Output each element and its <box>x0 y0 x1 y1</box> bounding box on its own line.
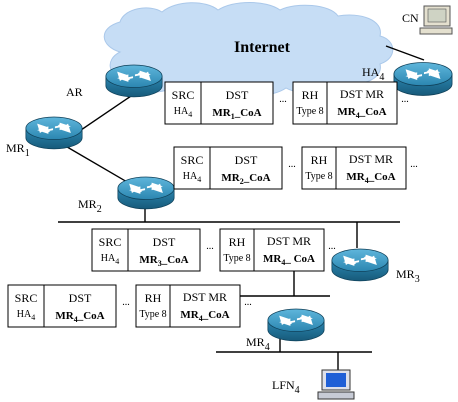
packet-header-row: SRC HA4 DST MR3_CoA... RH Type 8 DST MR MR4_ Co… <box>91 228 336 272</box>
dst-label: DST <box>69 291 92 305</box>
src-field <box>7 284 45 328</box>
dst-label: DST <box>235 153 258 167</box>
cn-label: CN <box>402 11 419 25</box>
dst-field <box>43 284 117 328</box>
internet-label: Internet <box>234 39 291 56</box>
mr2-label: MR2 <box>78 197 102 215</box>
dst2-label: DST MR <box>267 234 311 248</box>
dst-mr-field <box>253 228 325 272</box>
src-label: SRC <box>172 88 195 102</box>
dst-field <box>200 81 274 125</box>
src-ha-label: HA4 <box>183 171 201 184</box>
tail-ellipsis-label: ... <box>401 94 409 105</box>
dst-coa-label: MR4_CoA <box>55 310 104 324</box>
dst-mr-field <box>169 284 241 328</box>
rh-field <box>292 81 328 125</box>
router-mr1-icon <box>25 116 83 150</box>
rh-label: RH <box>311 153 328 167</box>
rh-type-label: Type 8 <box>223 253 250 264</box>
tail-ellipsis-label: ... <box>328 241 336 252</box>
src-label: SRC <box>181 153 204 167</box>
dst-field <box>209 146 283 190</box>
links <box>58 45 425 374</box>
rh-field <box>301 146 337 190</box>
router-mr2-icon <box>117 176 175 210</box>
router-mr4-icon <box>267 308 325 342</box>
cn-computer-icon <box>419 5 453 35</box>
dst2-coa-label: MR4_CoA <box>337 106 386 120</box>
rh-type-label: Type 8 <box>139 309 166 320</box>
ar-label: AR <box>66 85 83 99</box>
packet-header-row: SRC HA4 DST MR2_CoA... RH Type 8 DST MR MR4_CoA… <box>173 146 418 190</box>
src-label: SRC <box>99 235 122 249</box>
mr3-label: MR3 <box>396 267 420 285</box>
router-mr3-icon <box>331 248 389 282</box>
rh-type-label: Type 8 <box>296 106 323 117</box>
dst-mr-field <box>326 81 398 125</box>
src-label: SRC <box>15 291 38 305</box>
ellipsis-label: ... <box>122 297 130 308</box>
lfn-label: LFN4 <box>272 378 300 396</box>
dst-label: DST <box>226 88 249 102</box>
dst-coa-label: MR3_CoA <box>139 254 188 268</box>
src-ha-label: HA4 <box>174 106 192 119</box>
ha-label: HA4 <box>362 65 384 83</box>
internet-cloud: Internet <box>103 2 394 96</box>
dst2-coa-label: MR4_ CoA <box>263 253 315 267</box>
dst2-label: DST MR <box>340 87 384 101</box>
dst2-label: DST MR <box>183 290 227 304</box>
mr4-label: MR4 <box>246 335 270 353</box>
src-ha-label: HA4 <box>17 309 35 322</box>
dst-label: DST <box>153 235 176 249</box>
rh-type-label: Type 8 <box>305 171 332 182</box>
router-ar-icon <box>105 64 163 98</box>
packet-header-row: SRC HA4 DST MR4_CoA... RH Type 8 DST MR MR4_CoA… <box>7 284 252 328</box>
dst2-coa-label: MR4_CoA <box>180 309 229 323</box>
router-ha-icon <box>393 62 453 96</box>
dst-mr-field <box>335 146 407 190</box>
rh-label: RH <box>145 291 162 305</box>
src-field <box>91 228 129 272</box>
rh-label: RH <box>229 235 246 249</box>
ellipsis-label: ... <box>279 94 287 105</box>
rh-label: RH <box>302 88 319 102</box>
src-field <box>173 146 211 190</box>
dst-coa-label: MR2_CoA <box>221 172 270 186</box>
dst2-label: DST MR <box>349 152 393 166</box>
dst2-coa-label: MR4_CoA <box>346 171 395 185</box>
dst-field <box>127 228 201 272</box>
ellipsis-label: ... <box>288 159 296 170</box>
ellipsis-label: ... <box>206 241 214 252</box>
tail-ellipsis-label: ... <box>244 297 252 308</box>
lfn-computer-icon <box>317 369 355 400</box>
tail-ellipsis-label: ... <box>410 159 418 170</box>
dst-coa-label: MR1_CoA <box>212 107 261 121</box>
src-ha-label: HA4 <box>101 253 119 266</box>
packet-header-row: SRC HA4 DST MR1_CoA... RH Type 8 DST MR MR4_CoA… <box>164 81 409 125</box>
src-field <box>164 81 202 125</box>
mr1-label: MR1 <box>6 141 30 159</box>
